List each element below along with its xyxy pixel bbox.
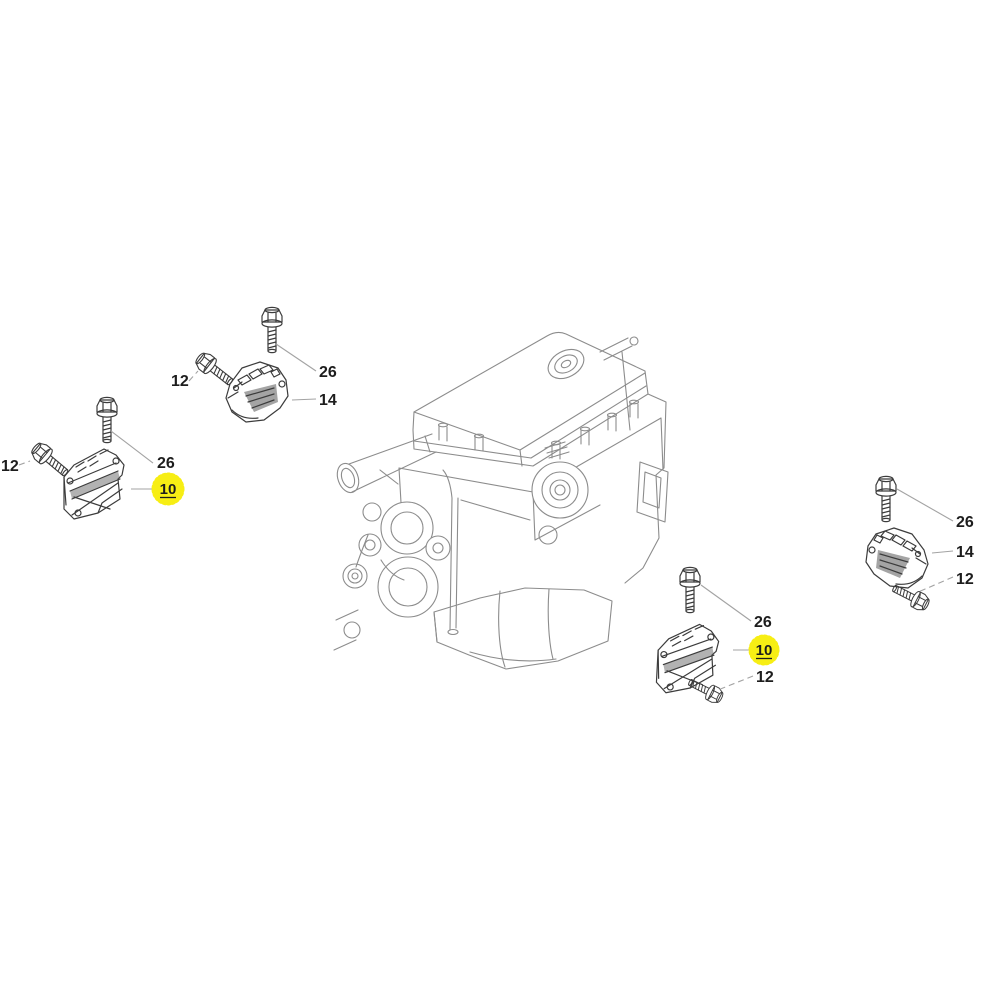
highlight-badge-10[interactable]: 10: [748, 634, 780, 666]
highlight-badge-10[interactable]: 10: [151, 472, 185, 506]
leader-line-12: [18, 460, 31, 466]
mount-14-illustration: [225, 361, 289, 423]
callout-label-10[interactable]: 10: [756, 642, 773, 659]
callout-label-26[interactable]: 26: [956, 514, 974, 531]
air-compressor: [531, 441, 589, 519]
callout-label-12[interactable]: 12: [1, 458, 19, 475]
callout-label-14[interactable]: 14: [956, 544, 974, 561]
bolt-26-illustration: [875, 475, 897, 523]
leader-line-26: [110, 430, 154, 464]
callout-label-26[interactable]: 26: [319, 364, 337, 381]
oil-filler-cap: [547, 348, 585, 380]
leader-line-12: [915, 576, 954, 594]
mount-10-illustration: [63, 448, 125, 520]
callout-label-10[interactable]: 10: [160, 481, 177, 498]
highlight-circle: [151, 472, 185, 506]
bolt-26-illustration: [96, 396, 118, 444]
engine-illustration: [333, 331, 669, 670]
leader-line-14: [291, 398, 317, 401]
callout-label-26[interactable]: 26: [754, 614, 772, 631]
dipstick-tube: [442, 469, 459, 636]
bolt-12-illustration: [889, 579, 933, 614]
leader-line-12: [717, 675, 754, 691]
mount-14-illustration: [865, 527, 929, 589]
callout-label-26[interactable]: 26: [157, 455, 175, 472]
callout-label-12[interactable]: 12: [756, 669, 774, 686]
leader-line-12: [188, 370, 199, 382]
bolt-26-illustration: [679, 566, 701, 614]
front-pulleys: [333, 501, 558, 651]
callout-label-12[interactable]: 12: [956, 571, 974, 588]
mount-10-illustration: [655, 621, 721, 696]
callout-label-12[interactable]: 12: [171, 373, 189, 390]
part-group-mid-left: 12 26 10: [1, 396, 185, 520]
leader-line-26: [275, 343, 317, 372]
intake-pipe: [336, 433, 437, 494]
callout-label-14[interactable]: 14: [319, 392, 337, 409]
flywheel-housing: [599, 336, 669, 584]
part-group-top-left: 12 26 14: [171, 306, 337, 423]
leader-line-26: [700, 584, 752, 622]
leader-line-14: [931, 550, 954, 554]
part-group-right: 26 14 12: [865, 475, 974, 614]
highlight-circle: [748, 634, 780, 666]
leader-line-26: [896, 488, 954, 522]
part-group-bottom-center: 26 10 12: [655, 566, 780, 706]
oil-pan: [433, 587, 613, 670]
